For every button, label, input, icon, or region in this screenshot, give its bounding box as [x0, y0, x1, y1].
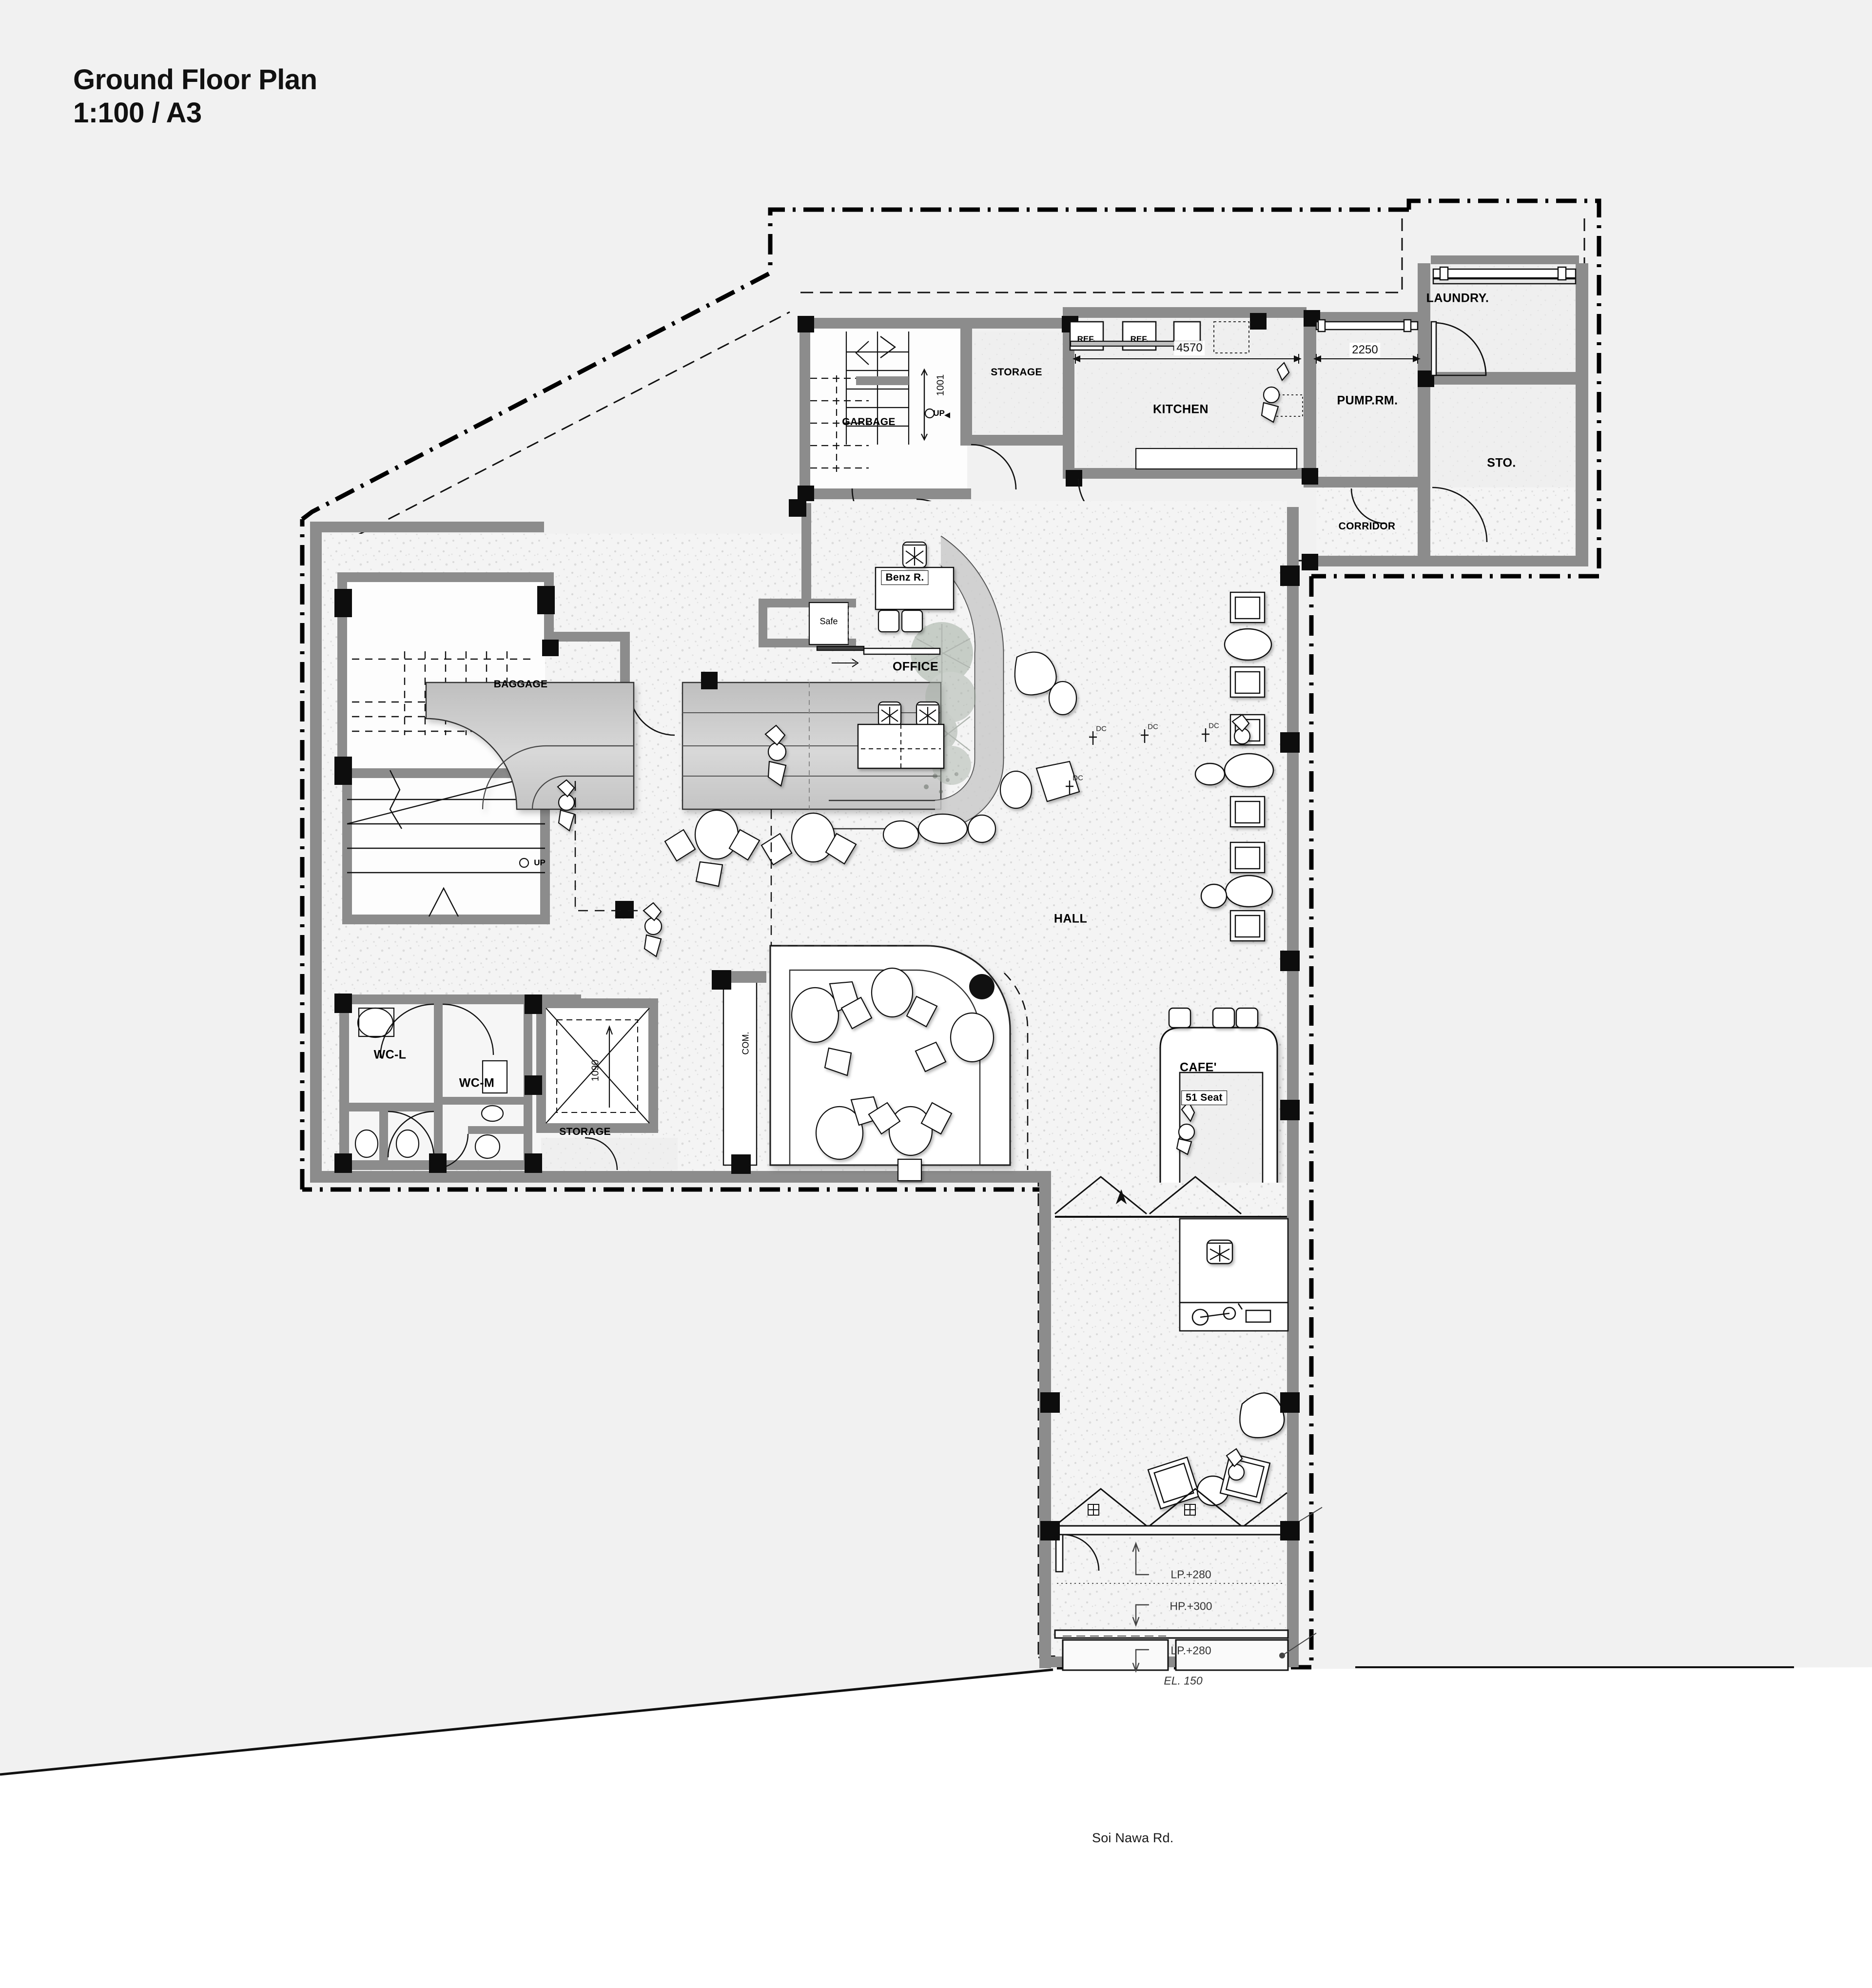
scale-sheet: 1:100 / A3 — [73, 97, 202, 129]
room-label-cafe: CAFE' — [1180, 1060, 1217, 1074]
benz-room-tag: Benz R. — [881, 570, 929, 585]
room-label-laundry: LAUNDRY. — [1426, 291, 1489, 305]
cafe-stools — [1168, 1007, 1259, 1029]
cafe-bar — [1159, 1007, 1278, 1192]
refrigerator-label-1: REF. — [1077, 334, 1095, 344]
room-label-corridor: CORRIDOR — [1338, 521, 1396, 532]
dining-furniture — [791, 967, 994, 1182]
outlet-label-dc-3: DC — [1209, 721, 1219, 730]
dimension-stair-width: 1001 — [935, 374, 946, 396]
office-area — [759, 503, 955, 769]
island-feature-dot — [969, 974, 994, 999]
stair-up-label-kitchen: UP — [933, 409, 945, 418]
title-block: Ground Floor Plan 1:100 / A3 — [73, 63, 317, 130]
outlet-label-dc-2: DC — [1148, 722, 1158, 731]
person-figure-barista — [1176, 1101, 1195, 1155]
level-note-lp-lower: LP.+280 — [1170, 1644, 1211, 1657]
laundry-window — [1432, 266, 1577, 285]
garbage-bin-grid — [810, 375, 869, 472]
room-label-pump-rm: PUMP.RM. — [1337, 393, 1398, 408]
com-shaft-label: COM. — [741, 1032, 751, 1055]
west-stair — [342, 768, 550, 924]
room-label-hall: HALL — [1053, 912, 1088, 926]
page-title: Ground Floor Plan — [73, 64, 317, 96]
garbage-stair — [845, 331, 928, 445]
wc-basin — [481, 1105, 504, 1122]
person-figure-counter — [764, 724, 787, 787]
service-wing-walls — [800, 255, 1588, 566]
safe-unit — [808, 602, 849, 645]
room-label-sto: STO. — [1487, 456, 1516, 470]
level-note-el: EL. 150 — [1164, 1674, 1203, 1687]
level-note-hp: HP.+300 — [1170, 1599, 1212, 1613]
room-label-wc-m: WC-M — [459, 1076, 495, 1090]
wc-urinal — [482, 1060, 508, 1094]
reception-counter-west — [425, 682, 635, 810]
person-figure-east-lounge — [1231, 714, 1251, 745]
kitchen-hood-outline — [1213, 321, 1249, 353]
dimension-lines — [1072, 354, 1421, 364]
garbage-stair-landing-wall — [856, 376, 909, 385]
wc-sink — [357, 1007, 394, 1038]
wc-toilet — [474, 1134, 501, 1159]
hall-zone-dashed — [574, 781, 916, 947]
wc-toilet — [354, 1129, 379, 1158]
person-figure-lounge — [1226, 1448, 1245, 1481]
lift-shaft — [536, 998, 658, 1133]
pump-room-window — [1315, 319, 1419, 332]
dimension-kitchen-width: 4570 — [1174, 341, 1205, 355]
street-caption: Soi Nawa Rd. — [1092, 1831, 1174, 1845]
cafe-seat-count: 51 Seat — [1181, 1091, 1227, 1105]
safe-label: Safe — [819, 616, 838, 626]
person-figure-lobby — [643, 902, 663, 957]
outlet-tick-marks — [1066, 728, 1209, 794]
storage-lower — [541, 1138, 678, 1170]
room-label-garbage: GARBAGE — [842, 416, 896, 428]
dimension-pump-width: 2250 — [1349, 343, 1381, 357]
room-label-kitchen: KITCHEN — [1153, 402, 1209, 416]
room-label-storage-wc: STORAGE — [559, 1126, 611, 1137]
person-figure-baggage — [557, 779, 575, 832]
office-chairs — [878, 541, 940, 727]
room-label-baggage: BAGGAGE — [493, 679, 548, 690]
stair-up-label-west: UP — [534, 858, 546, 867]
room-label-storage-kitchen: STORAGE — [991, 367, 1042, 378]
level-note-lp-upper: LP.+280 — [1170, 1568, 1211, 1581]
office-desk — [857, 723, 945, 769]
outlet-label-dc-1: DC — [1096, 724, 1107, 733]
room-label-wc-l: WC-L — [373, 1048, 407, 1062]
entrance-wing — [1051, 1176, 1323, 1673]
wc-toilet — [395, 1129, 420, 1158]
room-label-office: OFFICE — [892, 660, 939, 674]
person-figures-hall — [557, 362, 1290, 957]
kitchen-counters — [1070, 340, 1298, 470]
dimension-lift-width: 1090 — [590, 1059, 601, 1082]
structural-columns-main — [334, 499, 1300, 1540]
storage-door-swing — [585, 1137, 618, 1170]
refrigerator-label-2: REF. — [1130, 334, 1149, 344]
person-figure-kitchen — [1261, 362, 1290, 423]
hall-lounge-group — [664, 809, 996, 887]
structural-columns-service — [798, 310, 1434, 570]
pebble-seats-office — [999, 651, 1080, 809]
stair-up-markers — [519, 408, 950, 868]
outlet-label-dc-4: DC — [1072, 774, 1083, 782]
com-shaft — [722, 979, 758, 1166]
